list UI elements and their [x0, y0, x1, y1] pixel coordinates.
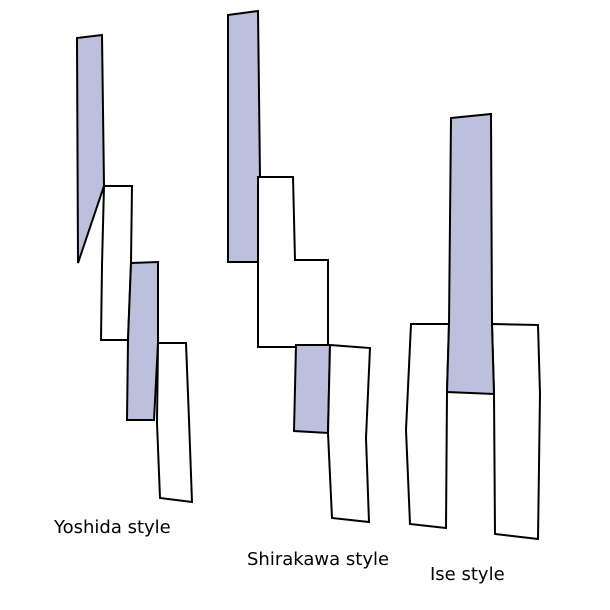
ise-style-figure — [404, 112, 542, 541]
yoshida-segment-1 — [75, 33, 106, 264]
yoshida-style-figure — [75, 33, 194, 504]
shirakawa-style-label: Shirakawa style — [247, 549, 390, 570]
ise-shaded-center — [445, 112, 496, 396]
ise-plain-left — [404, 323, 451, 530]
shirakawa-segment-2 — [257, 176, 329, 348]
shirakawa-segment-4 — [326, 343, 372, 524]
shirakawa-segment-3 — [292, 344, 332, 435]
yoshida-segment-2 — [99, 185, 134, 341]
yoshida-segment-3 — [125, 260, 159, 421]
yoshida-segment-4 — [155, 342, 194, 504]
yoshida-style-label: Yoshida style — [54, 517, 171, 538]
ise-style-label: Ise style — [430, 564, 505, 585]
shirakawa-segment-1 — [227, 9, 262, 263]
ise-plain-right — [490, 322, 542, 541]
shirakawa-style-figure — [227, 9, 372, 524]
